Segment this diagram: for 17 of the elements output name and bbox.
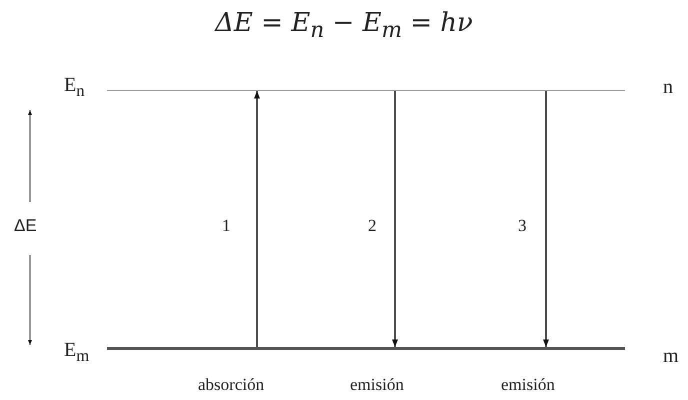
level-label: E$_{m}$ [64,339,90,366]
level-label: m [663,345,679,368]
edge-label: 3 [518,216,526,236]
energy-gap-label: ΔE [14,216,37,236]
level-label: E$_{n}$ [64,74,85,101]
equation-title: ΔE = E$_{n}$ − E$_{m}$ = hν [214,8,474,44]
arrow [392,91,398,347]
transition-label: emisión [501,375,555,395]
edge-label: 2 [368,216,376,236]
energy-level-line [107,90,625,91]
edge-label: 1 [222,216,230,236]
transition-label: emisión [350,375,404,395]
arrow [543,91,549,347]
energy-level-line [107,347,625,350]
transition-label: absorción [198,375,264,395]
arrow [254,91,260,347]
level-label: n [663,76,673,99]
